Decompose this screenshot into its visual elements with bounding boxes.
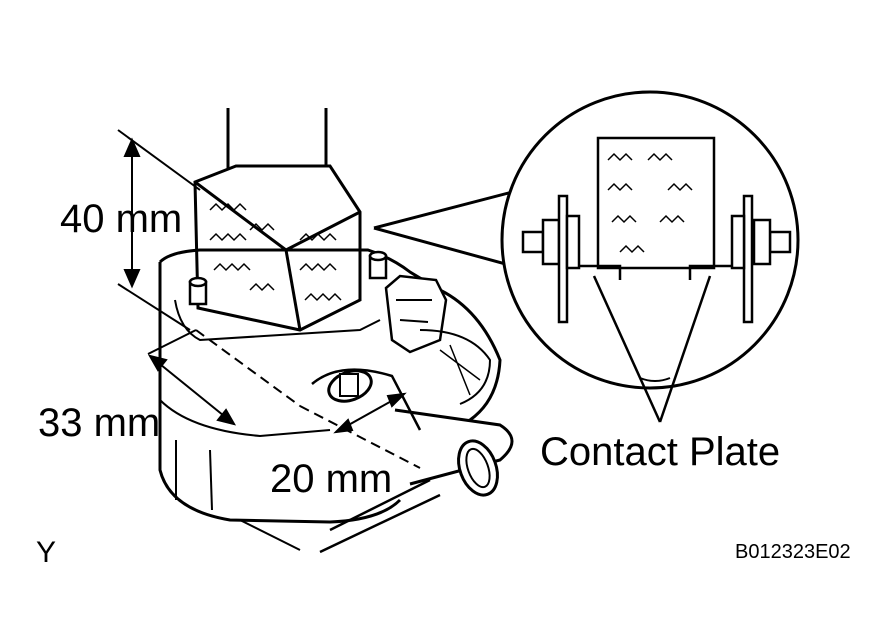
housing <box>158 248 502 551</box>
dimension-33mm-label: 33 mm <box>38 401 160 445</box>
dimension-20mm-label: 20 mm <box>270 457 392 501</box>
figure-id: B012323E02 <box>735 541 851 563</box>
contact-plate-detail <box>521 136 792 324</box>
corner-letter: Y <box>36 536 56 569</box>
contact-plate-label: Contact Plate <box>540 430 780 474</box>
dimension-lines <box>117 129 421 469</box>
callout-leaders <box>592 275 712 423</box>
output-shaft <box>311 368 514 554</box>
dimension-40mm-label: 40 mm <box>60 197 182 241</box>
square-block <box>193 164 362 332</box>
